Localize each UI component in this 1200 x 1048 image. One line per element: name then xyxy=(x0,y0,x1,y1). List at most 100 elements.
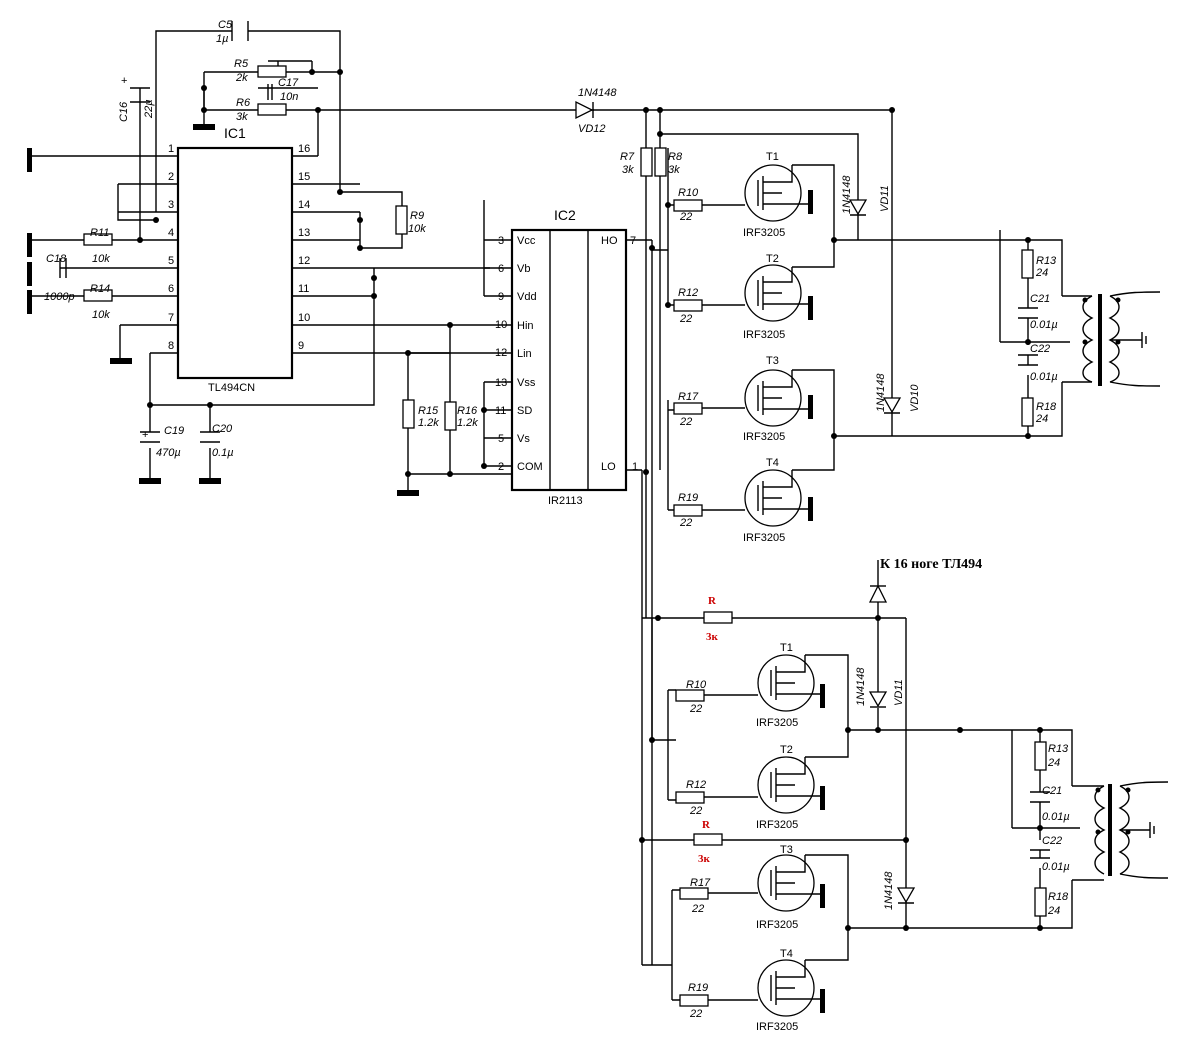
c16-plus: + xyxy=(121,75,127,87)
gate-r-val: 22 xyxy=(679,416,692,428)
ic1-pin: 11 xyxy=(298,283,309,295)
ic1-pin: 6 xyxy=(168,283,174,295)
gate-r-ref: R10 xyxy=(678,187,699,199)
vd12-ref: VD12 xyxy=(578,123,606,135)
mosfet-upper-t2: R12 22 T2 IRF3205 xyxy=(673,240,835,341)
c17-ref: C17 xyxy=(278,77,299,89)
ic1-tl494: IC1 TL494CN 1 2 3 4 5 6 7 8 16 15 14 13 … xyxy=(30,125,512,394)
ic2-pin-sig: Vb xyxy=(517,263,530,275)
gate-r-val: 22 xyxy=(679,313,692,325)
mosfet-ref: T3 xyxy=(766,355,779,367)
r13-ref: R13 xyxy=(1036,255,1057,267)
gate-r-ref: R17 xyxy=(678,391,699,403)
ic2-body xyxy=(510,228,628,492)
ic2-pin-sig: Vs xyxy=(517,433,530,445)
vd10-ref: VD10 xyxy=(909,384,921,412)
c16-ref: C16 xyxy=(118,101,130,122)
c19-ref: C19 xyxy=(164,425,184,437)
r18-val: 24 xyxy=(1035,413,1048,425)
mosfet-part: IRF3205 xyxy=(743,431,785,443)
r9-ref: R9 xyxy=(410,210,424,222)
gate-r-val: 22 xyxy=(689,805,702,817)
resistor-r15: R15 1.2k xyxy=(402,399,439,429)
capacitor-c18: C18 1000p xyxy=(44,253,75,303)
r11-val: 10k xyxy=(92,253,110,265)
junction-dots xyxy=(137,69,1043,931)
r14-ref: R14 xyxy=(90,283,110,295)
r6-val: 3k xyxy=(236,111,248,123)
gate-r-val: 22 xyxy=(691,903,704,915)
r8-val: 3k xyxy=(668,164,680,176)
resistor-r5: R5 2k xyxy=(234,58,287,84)
vd11-part: 1N4148 xyxy=(841,175,853,214)
mosfet-lower-t3: R17 22 T3 IRF3205 xyxy=(679,844,849,931)
ic2-pin-num: 1 xyxy=(632,461,638,473)
c22-val: 0.01µ xyxy=(1030,371,1058,383)
res-a-val: 3к xyxy=(706,631,719,643)
ic1-name: IC1 xyxy=(224,125,246,141)
c21-ref: C21 xyxy=(1042,785,1062,797)
ground-icon xyxy=(139,478,161,484)
ic2-pin-num: 2 xyxy=(498,461,504,473)
mosfet-ref: T2 xyxy=(766,253,779,265)
r16-ref: R16 xyxy=(457,405,478,417)
mosfet-part: IRF3205 xyxy=(743,227,785,239)
resistor-lower-b: R 3к xyxy=(693,819,723,865)
c19-val: 470µ xyxy=(156,447,181,459)
input-terminals xyxy=(27,148,32,314)
mosfet-ref: T4 xyxy=(780,948,793,960)
ic1-pin: 2 xyxy=(168,171,174,183)
diode-vd10: 1N4148 VD10 xyxy=(875,110,921,436)
r15-val: 1.2k xyxy=(418,417,439,429)
ic2-name: IC2 xyxy=(554,207,576,223)
mosfet-ref: T4 xyxy=(766,457,779,469)
r7-ref: R7 xyxy=(620,151,635,163)
transformer-upper xyxy=(1082,291,1161,387)
c18-val: 1000p xyxy=(44,291,75,303)
ic2-part: IR2113 xyxy=(548,495,583,507)
r11-ref: R11 xyxy=(90,227,109,239)
ic2-pin-num: 10 xyxy=(495,319,507,331)
lower-snubber: R13 24 C21 0.01µ C22 0.01µ R18 24 xyxy=(1030,741,1070,917)
ic1-pin: 10 xyxy=(298,312,310,324)
c5-ref: C5 xyxy=(218,19,233,31)
ic2-pin-num: 7 xyxy=(630,235,636,247)
mosfet-lower-t2: R12 22 T2 IRF3205 xyxy=(675,730,849,831)
gate-r-val: 22 xyxy=(679,517,692,529)
r15-ref: R15 xyxy=(418,405,439,417)
gate-r-ref: R12 xyxy=(678,287,698,299)
ic1-pin: 5 xyxy=(168,255,174,267)
ic2-pin-sig: HO xyxy=(601,235,618,247)
vd11-ref: VD11 xyxy=(879,185,891,212)
c16-val: 22µ xyxy=(143,99,155,119)
r18-ref: R18 xyxy=(1048,891,1069,903)
gate-r-val: 22 xyxy=(689,1008,702,1020)
resistor-r8: R8 3k xyxy=(654,147,683,177)
mosfet-upper-t3: R17 22 T3 IRF3205 xyxy=(673,355,835,443)
mosfet-lower-t4: R19 22 T4 IRF3205 xyxy=(679,928,849,1033)
resistor-r14: R14 10k xyxy=(83,283,113,321)
c5-val: 1µ xyxy=(216,33,228,45)
ic1-pin: 8 xyxy=(168,340,174,352)
r16-val: 1.2k xyxy=(457,417,478,429)
mosfet-upper-t1: R10 22 T1 IRF3205 xyxy=(673,151,835,240)
ic1-pin: 1 xyxy=(168,143,174,155)
ic1-body xyxy=(176,146,294,380)
ic2-pin-num: 3 xyxy=(498,235,504,247)
capacitor-c19: + C19 470µ xyxy=(140,425,184,459)
mosfet-part: IRF3205 xyxy=(756,819,798,831)
upper-snubber: R13 24 C21 0.01µ C22 0.01µ R18 24 xyxy=(1018,249,1058,427)
gate-r-ref: R19 xyxy=(688,982,708,994)
ic1-pin: 9 xyxy=(298,340,304,352)
gate-r-ref: R12 xyxy=(686,779,706,791)
c19-plus: + xyxy=(142,429,148,441)
r9-val: 10k xyxy=(408,223,426,235)
resistor-r11: R11 10k xyxy=(83,227,113,265)
ic2-pin-num: 9 xyxy=(498,291,504,303)
r6-ref: R6 xyxy=(236,97,251,109)
capacitor-c5: C5 1µ xyxy=(216,19,249,45)
resistor-r6: R6 3k xyxy=(236,97,287,123)
mosfet-lower-t1: R10 22 T1 IRF3205 xyxy=(675,642,849,730)
res-b-ref: R xyxy=(702,819,711,831)
gate-r-val: 22 xyxy=(679,211,692,223)
